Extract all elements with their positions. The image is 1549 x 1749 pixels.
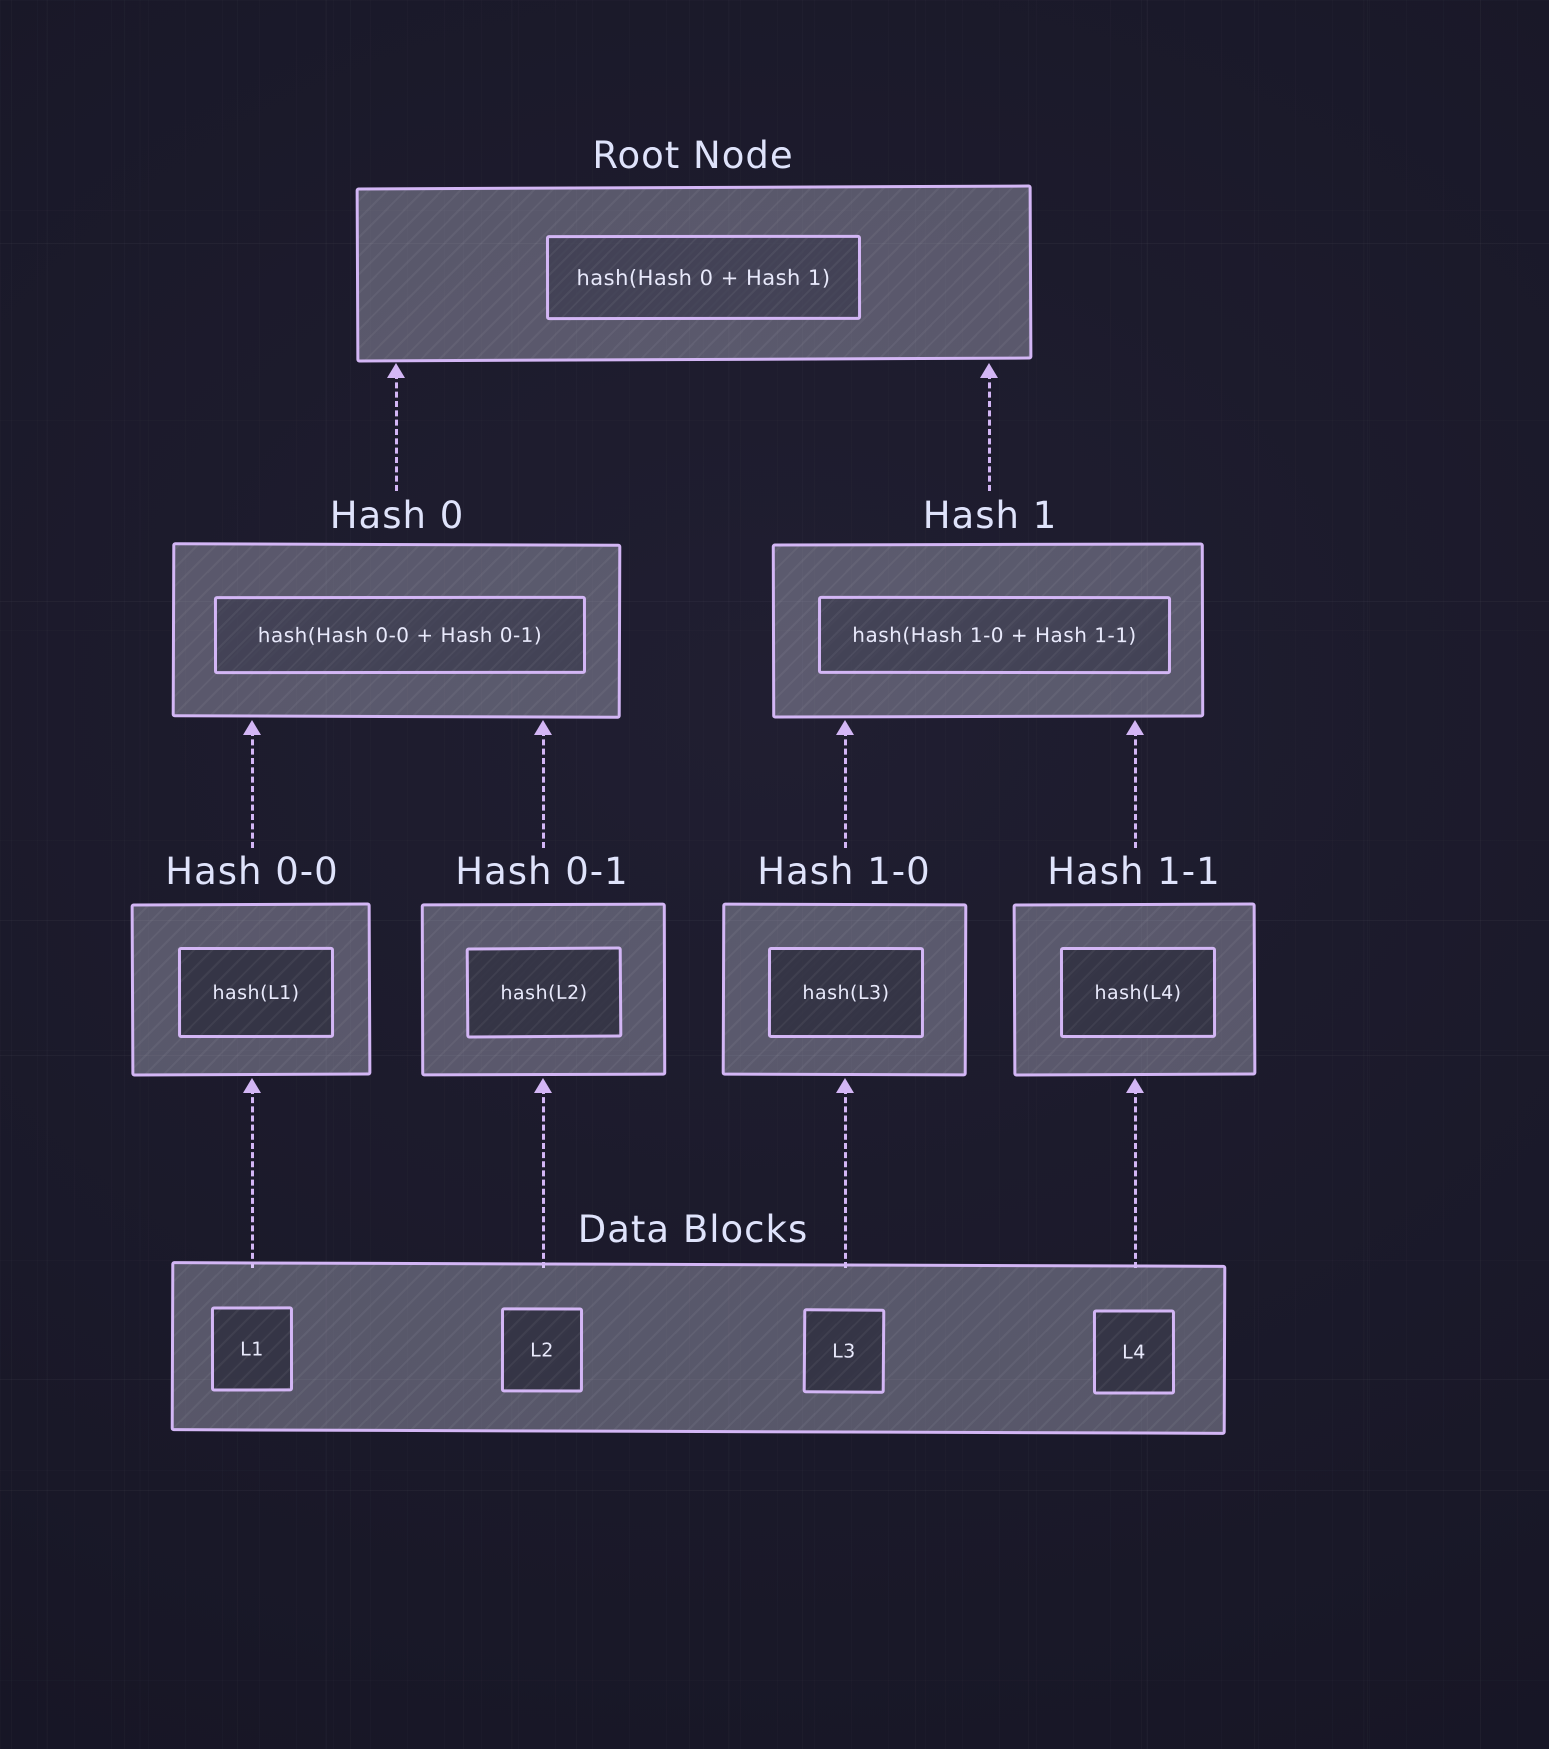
hash00-caption: Hash 0-0 [165,850,339,893]
data-block-label: L4 [1122,1341,1146,1364]
arrow-stem [844,730,847,848]
hash10-node-box[interactable]: hash(L3) [721,902,968,1077]
data-block-label: L2 [530,1338,554,1361]
hash01-hash-box: hash(L2) [465,946,623,1039]
data-block-l2[interactable]: L2 [500,1307,584,1393]
data-blocks-caption: Data Blocks [577,1208,809,1251]
arrow-head-icon [243,720,261,735]
hash1-node-box[interactable]: hash(Hash 1-0 + Hash 1-1) [771,542,1205,719]
arrow-stem [251,1088,254,1268]
data-block-label: L1 [240,1337,264,1360]
arrow-head-icon [243,1078,261,1093]
hash10-hash-label: hash(L3) [802,981,890,1004]
data-block-l1[interactable]: L1 [210,1306,294,1392]
root-node-hash-box: hash(Hash 0 + Hash 1) [545,234,862,321]
hash10-hash-box: hash(L3) [767,946,925,1039]
arrow-stem [542,730,545,848]
arrow-stem [844,1088,847,1268]
hash1-hash-label: hash(Hash 1-0 + Hash 1-1) [852,622,1137,648]
arrow-stem [988,373,991,491]
hash11-node-box[interactable]: hash(L4) [1012,902,1257,1077]
data-block-label: L3 [832,1339,856,1363]
arrow-head-icon [836,720,854,735]
hash0-caption: Hash 0 [329,494,465,537]
hash1-caption: Hash 1 [922,494,1058,537]
root-node-box[interactable]: hash(Hash 0 + Hash 1) [355,184,1033,363]
arrow-stem [251,730,254,848]
arrow-head-icon [534,720,552,735]
arrow-head-icon [836,1078,854,1093]
hash01-caption: Hash 0-1 [455,850,629,893]
hash0-hash-label: hash(Hash 0-0 + Hash 0-1) [257,622,543,648]
hash11-hash-label: hash(L4) [1094,981,1182,1004]
arrow-head-icon [534,1078,552,1093]
root-node-hash-label: hash(Hash 0 + Hash 1) [576,265,831,290]
arrow-stem [395,373,398,491]
hash00-hash-box: hash(L1) [177,946,335,1039]
hash1-hash-box: hash(Hash 1-0 + Hash 1-1) [817,595,1172,675]
hash01-node-box[interactable]: hash(L2) [420,902,667,1077]
hash00-hash-label: hash(L1) [212,981,300,1004]
data-blocks-container[interactable]: L1 L2 L3 L4 [170,1261,1227,1435]
arrow-stem [1134,730,1137,848]
hash00-node-box[interactable]: hash(L1) [130,902,372,1077]
hash01-hash-label: hash(L2) [500,981,588,1004]
hash11-hash-box: hash(L4) [1059,946,1217,1039]
hash11-caption: Hash 1-1 [1047,850,1221,893]
hash10-caption: Hash 1-0 [757,850,931,893]
root-node-caption: Root Node [592,134,794,177]
background-hairline [0,1490,1549,1491]
arrow-stem [542,1088,545,1268]
data-block-l4[interactable]: L4 [1092,1309,1176,1395]
arrow-head-icon [1126,720,1144,735]
data-block-l3[interactable]: L3 [802,1308,886,1394]
arrow-head-icon [980,363,998,378]
hash0-hash-box: hash(Hash 0-0 + Hash 0-1) [213,595,587,675]
arrow-stem [1134,1088,1137,1268]
arrow-head-icon [1126,1078,1144,1093]
hash0-node-box[interactable]: hash(Hash 0-0 + Hash 0-1) [171,542,622,719]
arrow-head-icon [387,363,405,378]
